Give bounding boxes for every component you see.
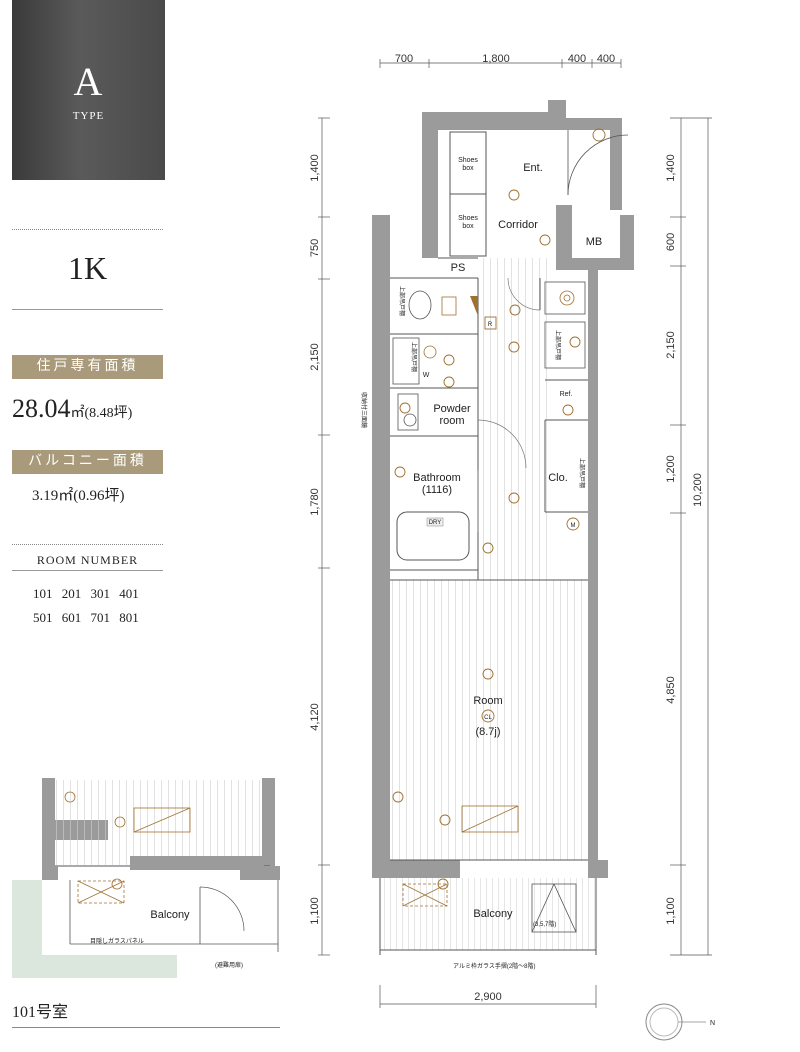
label-shoes-box-1b: box (462, 165, 474, 172)
dim-right-4: 1,200 (665, 455, 677, 483)
dim-top-1: 700 (395, 53, 413, 65)
inset-room-label: 101号室 (12, 1004, 69, 1021)
label-room-size: (8.7j) (475, 726, 500, 738)
label-bathroom-size: (1116) (422, 484, 452, 496)
label-floor-note: (3,5,7階) (533, 920, 556, 928)
north-compass: N (645, 1003, 715, 1041)
label-shoes-box-2a: Shoes (458, 215, 478, 222)
label-corridor: Corridor (498, 219, 538, 231)
label-dry: DRY (429, 520, 442, 526)
dim-left-6: 1,100 (309, 897, 321, 925)
label-fridge: Ref. (560, 391, 573, 398)
inset-label-privacy-panel: 目隠しガラスパネル (90, 937, 144, 945)
exclusive-area-number: 28.04 (12, 394, 71, 423)
walls (372, 100, 634, 878)
label-storage-mirror: 収納付三面鏡 (360, 392, 368, 428)
type-letter: A (73, 59, 104, 104)
dim-left-2: 750 (309, 239, 321, 257)
left-dimensions: 1,400 750 2,150 1,780 4,120 1,100 (309, 117, 330, 956)
doors (477, 277, 541, 532)
label-upper-cabinet-3: 上部吊戸棚 (554, 330, 562, 360)
inset-label-evac-door: (避難用扉) (215, 961, 243, 969)
balcony-area-value: 3.19㎡(0.96坪) (32, 484, 125, 505)
top-dimensions: 700 1,800 400 400 (379, 53, 622, 68)
exclusive-area-value: 28.04㎡(8.48坪) (12, 394, 132, 424)
label-upper-cabinet-1: 上部吊戸棚 (398, 286, 406, 316)
label-washer: W (423, 372, 430, 379)
label-powder-b: room (439, 415, 464, 427)
label-closet: Clo. (548, 472, 568, 484)
label-r: R (488, 322, 493, 328)
dim-right-3: 2,150 (665, 331, 677, 359)
dim-top-3: 400 (568, 53, 586, 65)
dim-left-1: 1,400 (309, 154, 321, 182)
label-shoes-box-1a: Shoes (458, 157, 478, 164)
dim-top-2: 1,800 (482, 53, 510, 65)
dim-right-1: 1,400 (665, 154, 677, 182)
dim-right-6: 1,100 (665, 897, 677, 925)
bottom-dimensions: 2,900 (379, 985, 597, 1008)
kitchen (544, 281, 586, 369)
divider (12, 1027, 280, 1028)
dim-left-3: 2,150 (309, 343, 321, 371)
label-balcony: Balcony (473, 908, 513, 920)
inset-label-balcony: Balcony (150, 909, 190, 921)
type-badge: A TYPE (12, 0, 165, 180)
dim-right-5: 4,850 (665, 676, 677, 704)
balcony-area-unit: ㎡ (58, 488, 74, 504)
divider (12, 570, 163, 571)
divider (12, 544, 163, 545)
label-powder-a: Powder (433, 403, 471, 415)
hall-floor (478, 258, 550, 580)
balcony-area-tsubo: (0.96坪) (73, 488, 125, 504)
balcony-area-number: 3.19 (32, 488, 59, 504)
label-bathroom: Bathroom (413, 472, 461, 484)
aircon-units (402, 805, 577, 933)
label-ps: PS (451, 262, 466, 274)
room-number-row-1: 101 201 301 401 (33, 586, 139, 601)
room-number-title: ROOM NUMBER (36, 553, 139, 567)
electrical-symbols (392, 128, 606, 890)
dim-top-4: 400 (597, 53, 615, 65)
dim-right-2: 600 (665, 233, 677, 251)
divider (12, 229, 163, 230)
inset-101: Balcony 目隠しガラスパネル (避難用扉) (12, 778, 280, 978)
label-cl: CL (484, 715, 492, 721)
room-floor (390, 580, 588, 860)
dim-left-4: 1,780 (309, 488, 321, 516)
washing-machine (392, 337, 437, 431)
dim-total: 10,200 (692, 473, 704, 507)
label-mb: MB (586, 236, 603, 248)
balcony-area-label: バルコニー面積 (12, 450, 163, 474)
room-number-row-2: 501 601 701 801 (33, 610, 139, 625)
balcony-floor (380, 878, 596, 950)
divider (12, 309, 163, 310)
exclusive-area-unit: ㎡ (70, 406, 85, 421)
label-shoes-box-2b: box (462, 223, 474, 230)
label-upper-cabinet-4: 上部吊戸棚 (578, 458, 586, 488)
label-meter: M (571, 523, 576, 529)
label-rail-note: アルミ枠ガラス手摺(2階〜8階) (453, 962, 536, 970)
plan-type: 1K (67, 250, 108, 286)
type-label: TYPE (72, 110, 105, 122)
north-label: N (710, 1020, 715, 1027)
label-entrance: Ent. (523, 162, 543, 174)
dim-left-5: 4,120 (309, 703, 321, 731)
toilet (408, 290, 478, 320)
exclusive-area-tsubo: (8.48坪) (84, 406, 133, 421)
right-dimensions: 1,400 600 2,150 1,200 4,850 1,100 10,200 (665, 117, 712, 956)
dim-bottom: 2,900 (474, 991, 502, 1003)
entrance-door (567, 130, 629, 196)
label-upper-cabinet-2: 上部吊戸棚 (410, 342, 418, 372)
label-room: Room (473, 695, 502, 707)
exclusive-area-label: 住戸専有面積 (12, 355, 163, 379)
bathtub (396, 511, 470, 561)
